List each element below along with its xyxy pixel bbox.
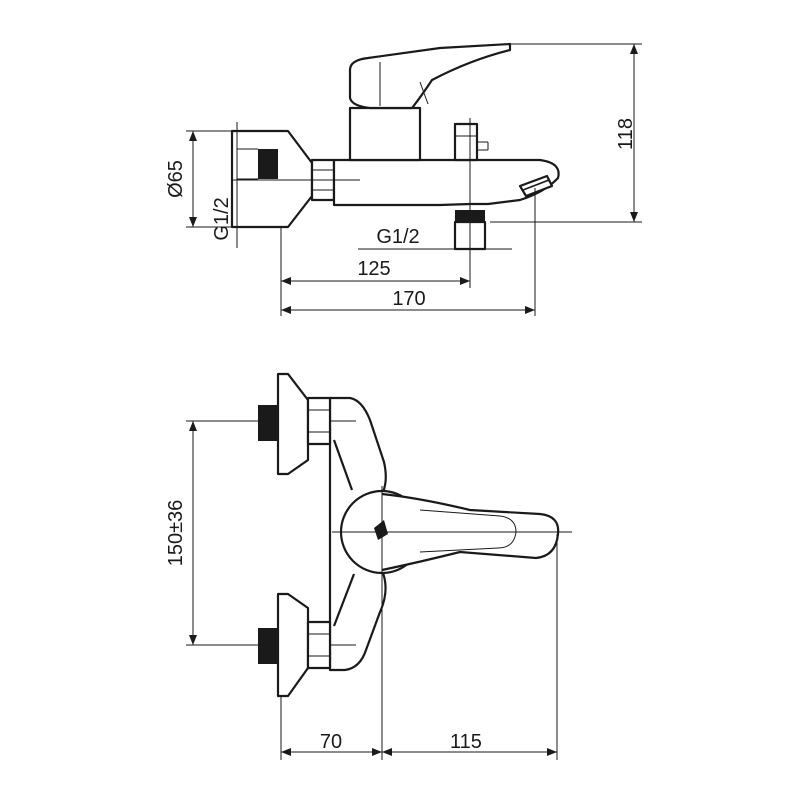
escutcheon-top-lower xyxy=(276,592,310,698)
diverter-knob-side xyxy=(453,122,479,162)
aerator-side xyxy=(518,174,554,198)
top-view: 150±36 70 115 xyxy=(165,372,572,760)
side-view: Ø65 G1/2 118 G1/2 125 170 xyxy=(165,42,642,316)
dim-body-depth-label: 70 xyxy=(320,731,342,753)
dim-handle-length-label: 115 xyxy=(450,731,482,753)
dim-spout-length-label: 170 xyxy=(392,288,425,310)
hex-nut-top-upper xyxy=(306,396,332,446)
dim-diameter-label: Ø65 xyxy=(165,160,187,198)
dim-inlet-thread-label: G1/2 xyxy=(211,197,233,240)
dim-inlet-spacing-label: 150±36 xyxy=(165,500,187,567)
dim-height-label: 118 xyxy=(615,118,637,150)
handle-cap-mark xyxy=(374,520,388,540)
mixer-body-side xyxy=(332,158,560,207)
inlet-thread-top-upper xyxy=(258,405,278,441)
inlet-thread-top-lower xyxy=(258,628,278,664)
cartridge-housing-side xyxy=(348,106,422,162)
lever-handle-side xyxy=(348,42,512,110)
inlet-thread-side xyxy=(258,149,278,179)
escutcheon-top-upper xyxy=(276,372,310,476)
dim-outlet-thread-label: G1/2 xyxy=(376,226,419,248)
hex-nut-top-lower xyxy=(306,620,332,670)
dim-outlet-offset-label: 125 xyxy=(357,258,390,280)
